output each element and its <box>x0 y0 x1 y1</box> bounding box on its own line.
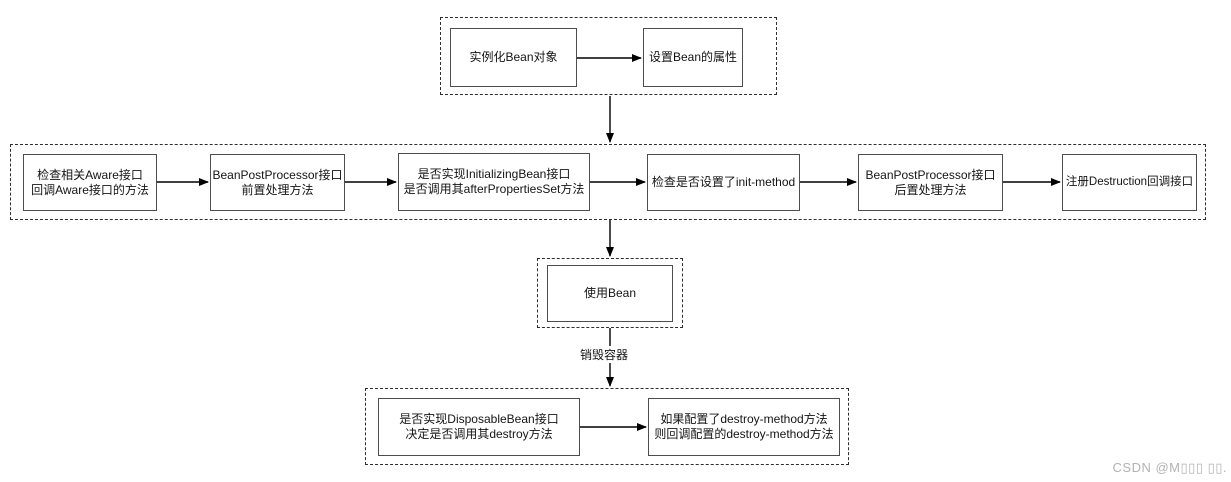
node-check-init-method: 检查是否设置了init-method <box>647 154 800 211</box>
group-instantiation-phase <box>440 17 777 95</box>
edge-label-destroy-container: 销毁容器 <box>576 346 632 363</box>
group-destruction-phase <box>365 388 849 465</box>
node-beanpostprocessor-before: BeanPostProcessor接口 前置处理方法 <box>210 154 345 211</box>
node-use-bean: 使用Bean <box>547 265 673 322</box>
node-check-aware-interfaces: 检查相关Aware接口 回调Aware接口的方法 <box>23 154 157 211</box>
csdn-watermark: CSDN @M▯▯▯ ▯▯. <box>1112 460 1227 475</box>
group-use-phase <box>537 258 683 328</box>
node-instantiate-bean: 实例化Bean对象 <box>450 28 577 87</box>
node-initializingbean-check: 是否实现InitializingBean接口 是否调用其afterPropert… <box>398 153 590 211</box>
node-set-bean-properties: 设置Bean的属性 <box>643 28 743 87</box>
node-disposablebean-check: 是否实现DisposableBean接口 决定是否调用其destroy方法 <box>378 398 580 456</box>
node-register-destruction-callback: 注册Destruction回调接口 <box>1062 154 1197 211</box>
node-destroy-method-callback: 如果配置了destroy-method方法 则回调配置的destroy-meth… <box>648 398 840 456</box>
group-initialization-phase <box>10 144 1206 220</box>
node-beanpostprocessor-after: BeanPostProcessor接口 后置处理方法 <box>858 154 1003 211</box>
